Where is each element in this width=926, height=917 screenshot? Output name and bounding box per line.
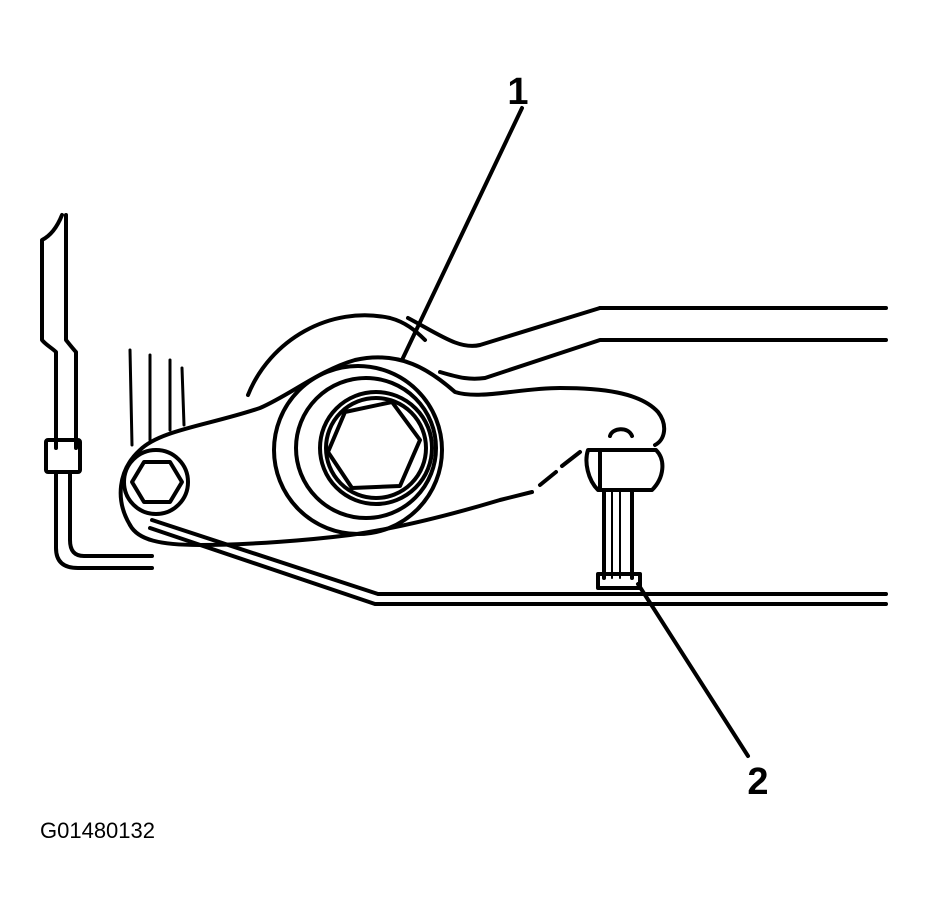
callout-number-1: 1: [507, 71, 528, 113]
leader-line-1: [400, 106, 524, 362]
figure-code: G01480132: [40, 818, 155, 843]
callout-number-2: 2: [747, 761, 768, 803]
leader-line-2: [636, 582, 750, 758]
frame-rail: [148, 306, 888, 606]
adjuster-stud: [584, 427, 665, 590]
cable-assembly: [40, 213, 154, 570]
pivot-bolt: [122, 448, 190, 516]
lever-plate: [118, 313, 667, 547]
adjuster-wheel: [272, 364, 444, 536]
